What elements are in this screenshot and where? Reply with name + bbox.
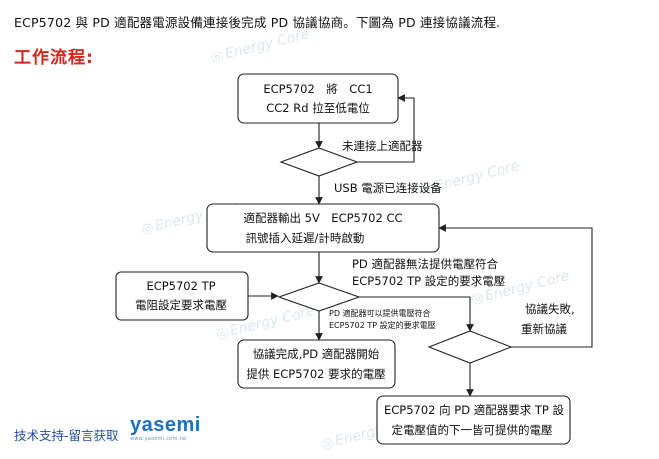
label-can-provide-line-2: ECP5702 TP 設定的要求電壓 — [329, 320, 436, 330]
logo-wordmark: yasemi — [130, 414, 201, 436]
decision-connected — [279, 147, 359, 177]
label-cannot-provide-line-2: ECP5702 TP 設定的要求電壓 — [352, 274, 505, 288]
step-box-tp-resistor: ECP5702 TP 電阻設定要求電壓 — [115, 271, 249, 321]
intro-text: ECP5702 與 PD 適配器電源設備連接後完成 PD 協議協商。下圖為 PD… — [14, 15, 501, 30]
label-usb-connected: USB 電源已连接设备 — [334, 181, 442, 195]
step-box-negotiation-complete-line-1: 協議完成,PD 適配器開始 — [253, 347, 380, 361]
label-negotiation-failed-line-1: 協議失敗, — [525, 302, 575, 316]
step-box-tp-resistor-line-1: ECP5702 TP — [146, 279, 215, 293]
step-box-negotiation-complete: 協議完成,PD 適配器開始 提供 ECP5702 要求的電壓 — [237, 339, 396, 389]
decision-voltage-match — [277, 282, 361, 312]
step-box-pull-low-line-1: ECP5702 將 CC1 — [263, 82, 372, 96]
step-box-adapter-output: 適配器輸出 5V ECP5702 CC 訊號插入延遲/計時啟動 — [206, 203, 440, 253]
step-box-adapter-output-line-2: 訊號插入延遲/計時啟動 — [246, 231, 365, 245]
label-not-connected: 未連接上適配器 — [342, 139, 423, 153]
step-box-negotiation-complete-line-2: 提供 ECP5702 要求的電壓 — [246, 367, 385, 381]
step-box-pull-low: ECP5702 將 CC1 CC2 Rd 拉至低電位 — [237, 73, 399, 124]
step-box-request-lower-voltage: ECP5702 向 PD 適配器要求 TP 設 定電壓值的下一皆可提供的電壓 — [376, 395, 571, 445]
step-box-adapter-output-line-1: 適配器輸出 5V ECP5702 CC — [243, 211, 402, 225]
logo-url: www.yasemi.com.tw — [130, 436, 187, 442]
label-cannot-provide-line-1: PD 適配器無法提供電壓符合 — [352, 257, 498, 271]
step-box-request-lower-voltage-line-1: ECP5702 向 PD 適配器要求 TP 設 — [384, 403, 565, 417]
decision-negotiation-result — [427, 330, 513, 364]
section-heading: 工作流程: — [14, 48, 94, 68]
yasemi-logo: yasemi www.yasemi.com.tw — [130, 414, 201, 444]
step-box-tp-resistor-line-2: 電阻設定要求電壓 — [135, 298, 227, 312]
step-box-pull-low-line-2: CC2 Rd 拉至低電位 — [266, 101, 369, 115]
label-can-provide-line-1: PD 適配器可以提供電壓符合 — [329, 308, 431, 318]
label-negotiation-failed-line-2: 重新協議 — [521, 322, 567, 336]
tech-support-text: 技术支持-留言获取 — [14, 428, 119, 443]
step-box-request-lower-voltage-line-2: 定電壓值的下一皆可提供的電壓 — [392, 423, 553, 437]
